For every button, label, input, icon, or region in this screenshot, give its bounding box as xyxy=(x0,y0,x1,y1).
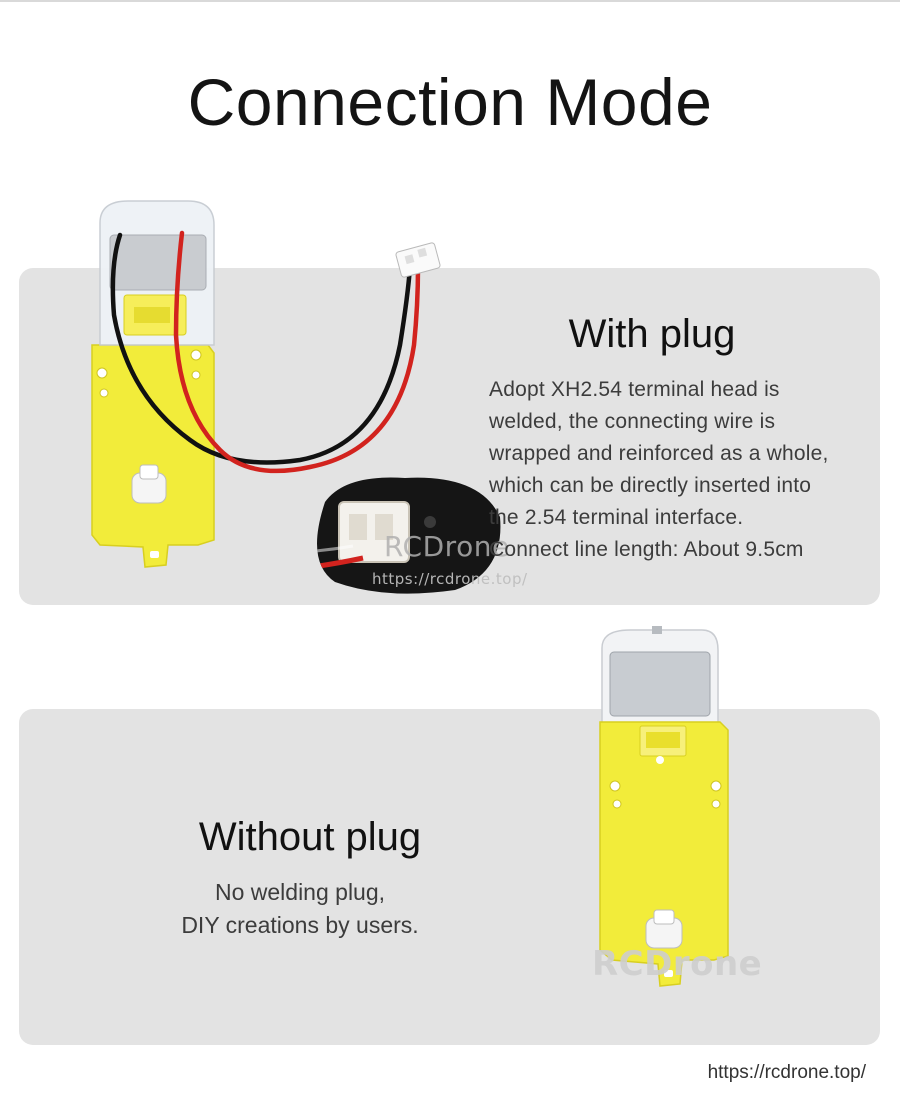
rcdrone-watermark: RCDrone xyxy=(384,530,510,563)
motor-without-plug-image xyxy=(599,626,729,987)
footer-url: https://rcdrone.top/ xyxy=(707,1062,866,1083)
connector-closeup-image xyxy=(317,477,501,594)
with-plug-desc-line: welded, the connecting wire is xyxy=(489,410,776,433)
with-plug-description: Adopt XH2.54 terminal head is welded, th… xyxy=(489,374,879,566)
without-plug-panel xyxy=(19,709,880,1045)
with-plug-desc-line: Adopt XH2.54 terminal head is xyxy=(489,378,780,401)
rcdrone-watermark-url: https://rcdrone.top/ xyxy=(372,570,528,588)
with-plug-heading: With plug xyxy=(568,312,736,356)
with-plug-desc-line: the 2.54 terminal interface. xyxy=(489,506,744,529)
page-title: Connection Mode xyxy=(187,65,713,139)
without-plug-desc-line: DIY creations by users. xyxy=(181,912,419,938)
without-plug-desc-line: No welding plug, xyxy=(214,879,386,905)
without-plug-description: No welding plug, DIY creations by users. xyxy=(100,876,500,942)
with-plug-desc-line: wrapped and reinforced as a whole, xyxy=(489,442,829,465)
top-divider xyxy=(0,0,900,2)
without-plug-heading: Without plug xyxy=(198,815,422,859)
rcdrone-watermark: RCDrone xyxy=(592,944,763,984)
with-plug-desc-line: which can be directly inserted into xyxy=(489,474,812,497)
motor-with-plug-image xyxy=(91,200,441,568)
with-plug-desc-line: Connect line length: About 9.5cm xyxy=(489,538,804,561)
